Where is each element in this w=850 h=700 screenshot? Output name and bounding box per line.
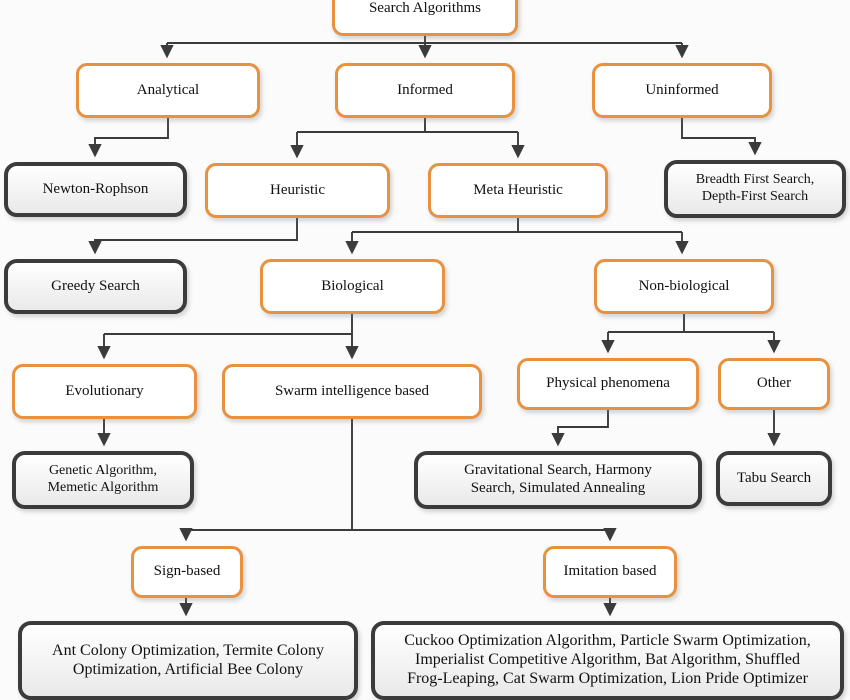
edge-root-to-analytical — [167, 36, 682, 55]
edge-meta-to-biological — [352, 218, 682, 251]
node-label-genetic: Genetic Algorithm, Memetic Algorithm — [47, 463, 159, 495]
node-label-physical: Physical phenomena — [546, 375, 670, 392]
node-uninformed[interactable]: Uninformed — [592, 63, 772, 118]
node-heuristic[interactable]: Heuristic — [205, 163, 390, 218]
node-label-imitation: Imitation based — [563, 563, 657, 580]
node-label-evolution: Evolutionary — [65, 382, 144, 399]
node-tabu[interactable]: Tabu Search — [716, 451, 832, 506]
node-label-analytical: Analytical — [136, 81, 200, 98]
edge-physical-to-gravity — [551, 410, 609, 447]
node-label-greedy: Greedy Search — [51, 277, 140, 294]
node-label-newton: Newton-Rophson — [42, 180, 149, 197]
node-gravity[interactable]: Gravitational Search, Harmony Search, Si… — [414, 451, 702, 509]
node-label-informed: Informed — [397, 81, 453, 98]
node-label-tabu: Tabu Search — [736, 469, 812, 486]
node-label-root: Search Algorithms — [368, 0, 482, 17]
node-label-bfsdfs: Breadth First Search, Depth-First Search — [695, 172, 815, 204]
node-newton[interactable]: Newton-Rophson — [4, 162, 187, 217]
node-label-other: Other — [756, 375, 792, 392]
node-label-signbased: Sign-based — [153, 563, 221, 580]
edge-paths — [88, 36, 781, 617]
node-imitation[interactable]: Imitation based — [543, 546, 677, 598]
node-label-gravity: Gravitational Search, Harmony Search, Si… — [464, 462, 652, 496]
node-label-biological: Biological — [321, 277, 384, 294]
node-swarm[interactable]: Swarm intelligence based — [222, 364, 482, 419]
node-cuckoo[interactable]: Cuckoo Optimization Algorithm, Particle … — [371, 621, 844, 700]
node-label-meta: Meta Heuristic — [473, 181, 563, 198]
edge-heuristic-to-greedy — [88, 218, 298, 255]
node-other[interactable]: Other — [718, 358, 830, 410]
node-root[interactable]: Search Algorithms — [332, 0, 518, 36]
node-label-antcolony: Ant Colony Optimization, Termite Colony … — [52, 641, 324, 678]
node-label-cuckoo: Cuckoo Optimization Algorithm, Particle … — [404, 632, 811, 687]
node-meta[interactable]: Meta Heuristic — [428, 163, 608, 218]
node-signbased[interactable]: Sign-based — [131, 546, 243, 598]
node-physical[interactable]: Physical phenomena — [517, 358, 699, 410]
edge-informed-to-heuristic — [297, 118, 518, 155]
edge-analytical-to-newton — [88, 118, 169, 158]
node-label-uninformed: Uninformed — [645, 81, 719, 98]
node-antcolony[interactable]: Ant Colony Optimization, Termite Colony … — [18, 621, 358, 700]
node-genetic[interactable]: Genetic Algorithm, Memetic Algorithm — [12, 451, 194, 509]
node-label-heuristic: Heuristic — [270, 181, 325, 198]
edge-uninformed-to-bfsdfs — [681, 118, 762, 156]
node-evolution[interactable]: Evolutionary — [12, 364, 197, 419]
node-analytical[interactable]: Analytical — [76, 63, 260, 118]
edge-biological-to-evolution — [104, 314, 353, 356]
node-label-swarm: Swarm intelligence based — [274, 382, 430, 399]
node-greedy[interactable]: Greedy Search — [4, 259, 187, 314]
node-nonbio[interactable]: Non-biological — [594, 259, 774, 314]
node-bfsdfs[interactable]: Breadth First Search, Depth-First Search — [664, 160, 846, 218]
node-biological[interactable]: Biological — [260, 259, 445, 314]
node-label-nonbio: Non-biological — [638, 277, 730, 294]
edge-nonbio-to-physical — [608, 314, 774, 350]
node-informed[interactable]: Informed — [335, 63, 515, 118]
